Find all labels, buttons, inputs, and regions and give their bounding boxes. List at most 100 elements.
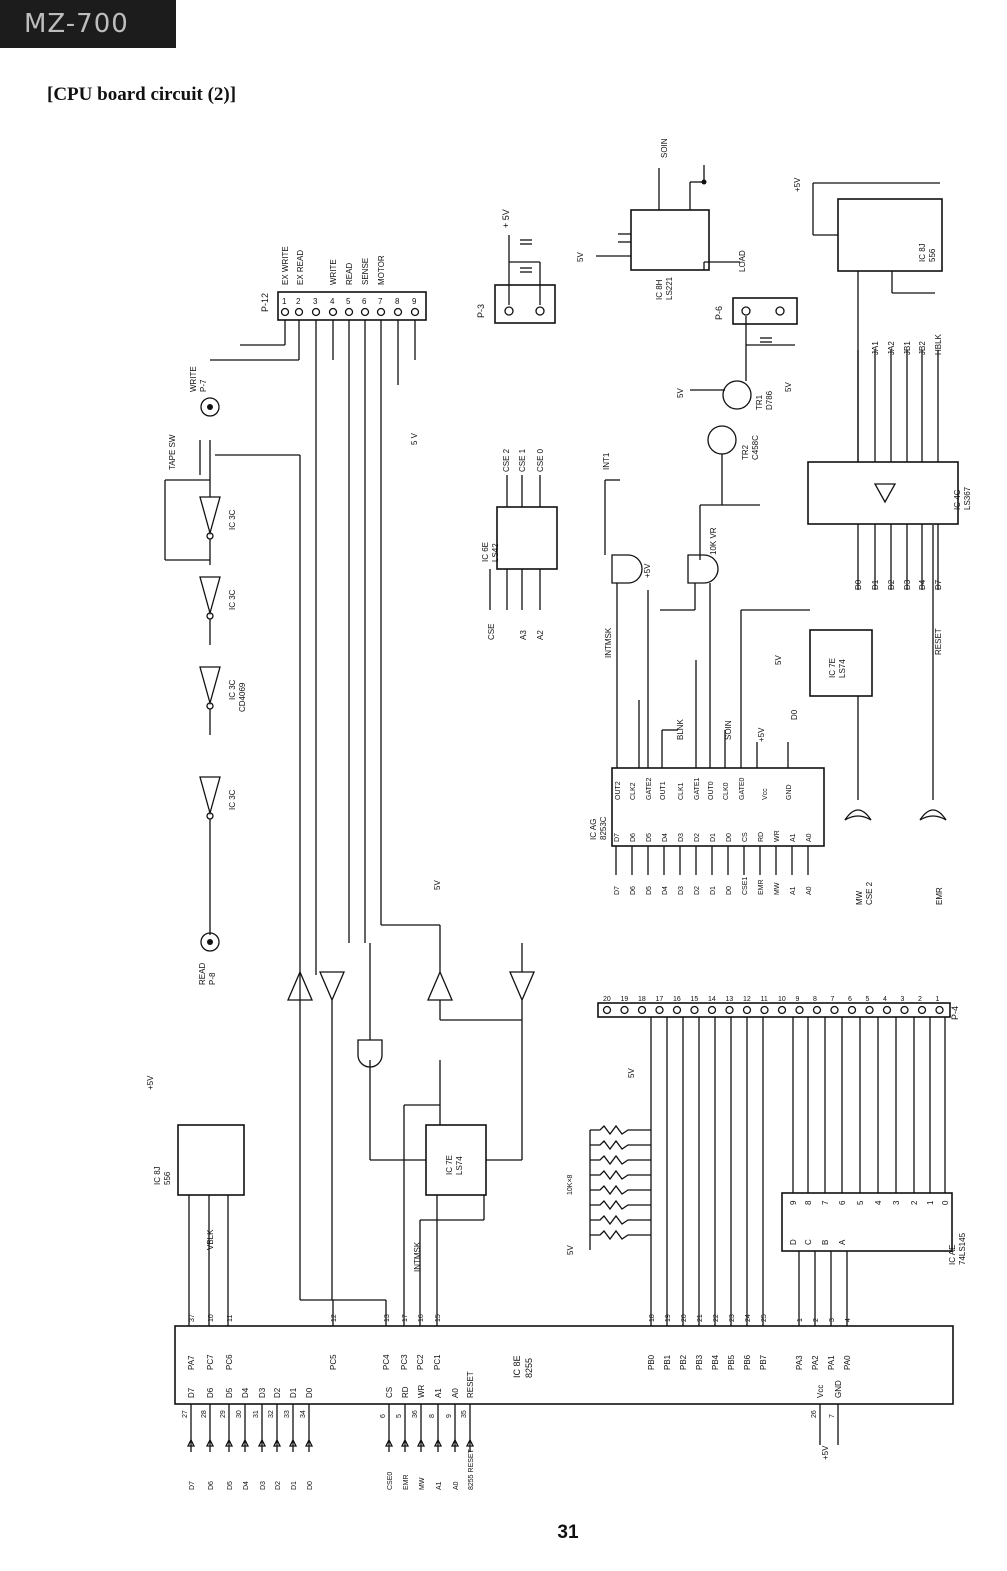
p12-signal-label: EX READ — [296, 250, 305, 285]
ic8e-bottom-pin: D6 — [206, 1387, 215, 1398]
svg-text:IC AG: IC AG — [589, 819, 598, 840]
net-label: VBLK — [206, 1229, 215, 1250]
svg-text:LS74: LS74 — [838, 659, 847, 678]
net-label: EMR — [935, 887, 944, 905]
svg-text:LS367: LS367 — [963, 486, 972, 510]
ic3c-inverter — [199, 666, 221, 706]
ic8e-supply-pin-number: 7 — [829, 1414, 836, 1418]
write-jack-p7 — [200, 397, 220, 417]
ic8253-bus-pin: D4 — [662, 833, 669, 842]
svg-text:5V: 5V — [627, 1068, 636, 1078]
svg-text:9: 9 — [412, 297, 417, 306]
ic8e-pin-pb2: PB2 — [679, 1354, 688, 1370]
svg-text:13: 13 — [726, 996, 734, 1003]
ic8e-bottom-pin-number: 27 — [182, 1410, 189, 1418]
svg-text:556: 556 — [928, 248, 937, 262]
svg-text:IC 7E: IC 7E — [828, 658, 837, 678]
ic3c-inverter — [199, 496, 221, 536]
ic8e-pin-number: 11 — [227, 1315, 234, 1322]
svg-text:5V: 5V — [576, 252, 585, 262]
ic8253-bus-net: D2 — [694, 886, 701, 895]
ic8e-bottom-net: D7 — [189, 1481, 196, 1490]
ic8e-bottom-pin-number: 29 — [220, 1410, 227, 1418]
icae-74ls145-body — [781, 1192, 953, 1252]
p6-label: P-6 — [714, 306, 724, 320]
ic8253-bus-net: MW — [774, 882, 781, 895]
ic8253-bus-pin: D2 — [694, 833, 701, 842]
ic8e-pin-number: 19 — [665, 1314, 672, 1322]
ic8253-top-pin: GATE2 — [646, 777, 653, 800]
p12-pin — [344, 307, 354, 317]
svg-text:10: 10 — [778, 996, 786, 1003]
svg-text:18: 18 — [638, 996, 646, 1003]
ic8h-part: LS221 — [665, 276, 674, 300]
svg-text:+5V: +5V — [821, 1445, 830, 1460]
svg-text:5V: 5V — [784, 382, 793, 392]
svg-text:P-7: P-7 — [199, 379, 208, 392]
ic8253-bus-net: A0 — [806, 886, 813, 895]
ic8e-bottom-pin: D3 — [258, 1387, 267, 1398]
ic3c-buffer-a — [287, 970, 313, 1001]
ic8e-pin-pb1: PB1 — [663, 1354, 672, 1370]
ic8e-bottom-pin-number: 34 — [300, 1410, 307, 1418]
svg-text:15: 15 — [691, 996, 699, 1003]
ls367-output-label: D7 — [934, 579, 943, 590]
net-label: A3 — [519, 630, 528, 640]
ic8e-pin-number: 15 — [435, 1314, 442, 1322]
ls145-output-pin: 5 — [856, 1200, 865, 1205]
ic8253-top-pin: GATE0 — [739, 777, 746, 800]
svg-text:P-4: P-4 — [950, 1006, 960, 1020]
ls145-output-pin: 0 — [941, 1200, 950, 1205]
ic8e-pin-pb6: PB6 — [743, 1354, 752, 1370]
net-label: CSE 0 — [536, 448, 545, 472]
svg-text:556: 556 — [163, 1171, 172, 1185]
svg-text:5V: 5V — [566, 1245, 575, 1255]
p12-pin — [294, 307, 304, 317]
p12-pin — [376, 307, 386, 317]
p4-pin — [655, 1005, 664, 1015]
ic8e-bottom-net: D1 — [291, 1481, 298, 1490]
svg-text:5V: 5V — [676, 388, 685, 398]
svg-text:4: 4 — [883, 996, 887, 1003]
svg-text:+5V: +5V — [643, 563, 652, 578]
p4-pin — [637, 1005, 647, 1015]
net-label: A2 — [536, 630, 545, 640]
ic8e-bottom-pin: A1 — [434, 1388, 443, 1398]
ls145-input-pin: A — [838, 1239, 847, 1245]
ic8h-ls221-body — [630, 209, 710, 271]
ic8e-pin-number: 25 — [761, 1314, 768, 1322]
p12-pin — [410, 307, 420, 317]
ic8e-pin-number: 17 — [402, 1314, 409, 1322]
svg-text:TR1: TR1 — [755, 394, 764, 410]
p3-label: P-3 — [476, 304, 486, 318]
ic8253-top-pin: Vcc — [762, 788, 769, 800]
ic8e-pin-pa7: PA7 — [187, 1355, 196, 1370]
ic8e-bottom-pin-number: 36 — [412, 1410, 419, 1418]
svg-text:IC 8J: IC 8J — [918, 243, 927, 262]
svg-text:IC 6E: IC 6E — [481, 542, 490, 562]
ic3c-label: IC 3C — [228, 589, 237, 610]
p4-pin — [847, 1005, 857, 1015]
ic8253-bus-pin: D6 — [630, 833, 637, 842]
ic3c-label: IC 3C — [228, 509, 237, 530]
net-label: 10K VR — [709, 527, 718, 555]
svg-text:2: 2 — [296, 297, 301, 306]
svg-text:IC 4C: IC 4C — [953, 489, 962, 510]
ls145-output-pin: 2 — [910, 1200, 919, 1205]
ic8253-top-pin: CLK0 — [723, 782, 730, 800]
ic8e-pin-number: 4 — [845, 1318, 852, 1322]
ic8e-bottom-pin: CS — [385, 1387, 394, 1398]
svg-text:5 V: 5 V — [410, 432, 419, 445]
ic8e-pin-pa3: PA3 — [795, 1355, 804, 1370]
ic8e-pin-pc6: PC6 — [225, 1354, 234, 1370]
ic8253-bus-pin: A1 — [790, 833, 797, 842]
ic8e-pin-number: 22 — [713, 1314, 720, 1322]
ic8c-7417-buffer — [427, 970, 453, 1001]
ls145-input-pin: C — [804, 1239, 813, 1245]
ls367-input-label: JA1 — [871, 341, 880, 355]
net-label: MW — [855, 890, 864, 905]
svg-text:17: 17 — [656, 996, 664, 1003]
ic8e-bottom-pin-number: 32 — [268, 1410, 275, 1418]
ic8e-bottom-pin: D5 — [225, 1387, 234, 1398]
ls145-output-pin: 7 — [821, 1200, 830, 1205]
